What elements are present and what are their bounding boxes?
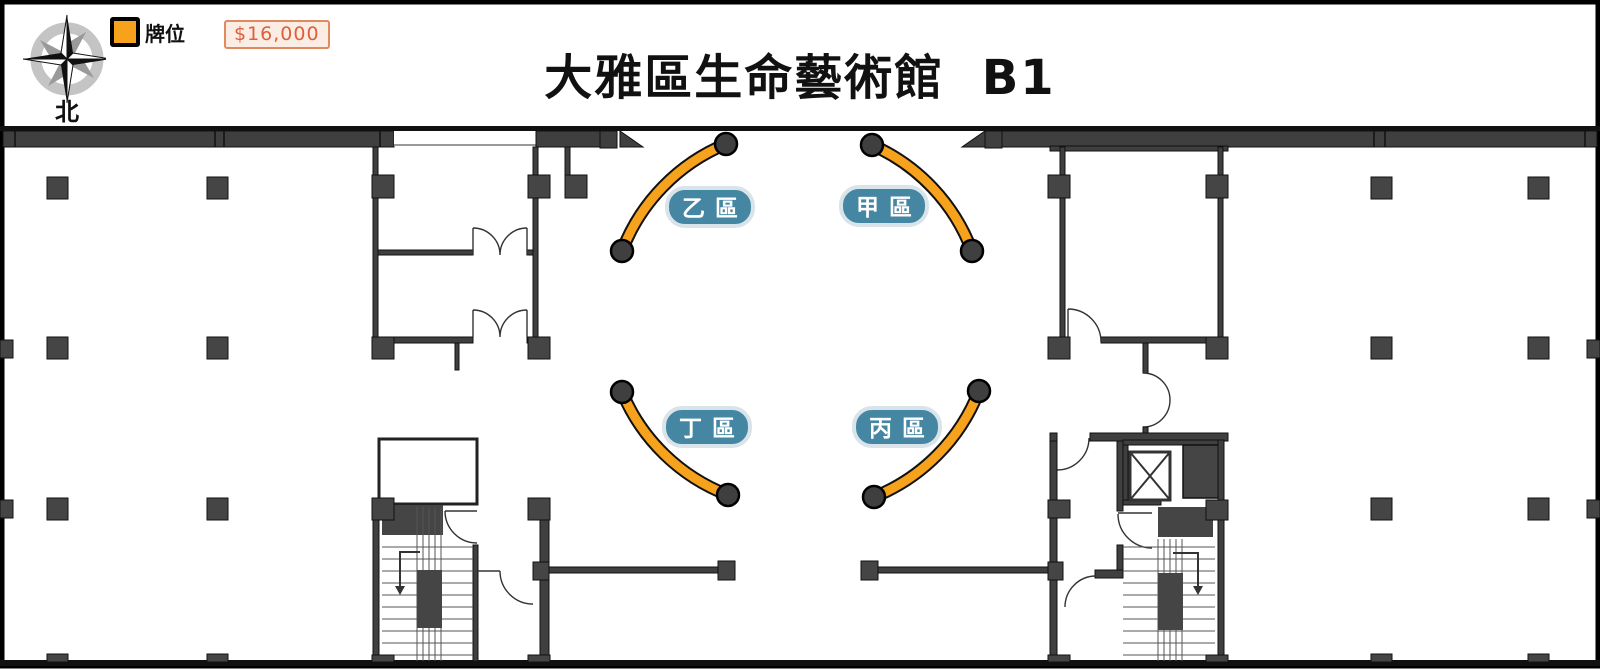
legend: 牌位 bbox=[110, 17, 185, 47]
tablet-legend-label: 牌位 bbox=[145, 21, 185, 46]
room-block-left bbox=[371, 146, 588, 371]
stair-down-arrow-right bbox=[1173, 552, 1199, 586]
price-tag: $16,000 bbox=[224, 20, 330, 49]
tablet-legend-swatch bbox=[110, 17, 140, 47]
zone-label-jia[interactable]: 甲區 bbox=[839, 185, 929, 227]
zone-arc-jia[interactable] bbox=[859, 132, 985, 264]
double-door-lower bbox=[472, 309, 528, 338]
door-lobby-bottom-right bbox=[1064, 575, 1097, 608]
zone-label-yi[interactable]: 乙區 bbox=[665, 186, 755, 228]
door-corridor-left bbox=[478, 570, 534, 605]
door-stair-right bbox=[1117, 512, 1153, 549]
plan-top-line bbox=[0, 126, 1600, 131]
zone-label-bing[interactable]: 丙區 bbox=[852, 406, 942, 448]
door-stair-left bbox=[444, 510, 478, 544]
diagonal-left bbox=[619, 130, 645, 148]
partition-walls-center bbox=[548, 560, 1051, 581]
zone-labels: 乙區 甲區 丁區 丙區 bbox=[662, 185, 942, 448]
zone-arc-bing[interactable] bbox=[861, 378, 992, 510]
zone-label-ding[interactable]: 丁區 bbox=[662, 406, 752, 448]
bottom-wall bbox=[0, 660, 1600, 666]
stair-down-arrow-left bbox=[399, 551, 420, 586]
pilaster-left bbox=[599, 130, 618, 149]
tablet-arcs bbox=[609, 131, 992, 510]
column-grid bbox=[0, 176, 1600, 663]
wall-joints bbox=[14, 131, 1586, 147]
door-room-right bbox=[1067, 308, 1102, 343]
svg-text:甲區: 甲區 bbox=[856, 195, 922, 221]
page-title: 大雅區生命藝術館 B1 bbox=[544, 50, 1056, 106]
top-perimeter-wall bbox=[2, 130, 1598, 152]
svg-text:乙區: 乙區 bbox=[682, 196, 748, 222]
compass-north-label: 北 bbox=[55, 98, 79, 124]
pilaster-right bbox=[984, 130, 1003, 149]
window-opening bbox=[394, 131, 536, 146]
elevator-lobby-left bbox=[377, 437, 479, 506]
svg-text:丁區: 丁區 bbox=[679, 416, 745, 442]
wall-stub bbox=[454, 342, 460, 371]
elevator-x-icon bbox=[1129, 451, 1171, 501]
zone-arc-ding[interactable] bbox=[609, 379, 741, 508]
compass: 北 bbox=[10, 6, 112, 126]
stair-landing-right bbox=[1158, 507, 1213, 537]
stair-block-right bbox=[1047, 432, 1229, 663]
double-door-upper bbox=[472, 227, 528, 256]
diagonal-right bbox=[960, 130, 986, 148]
svg-text:丙區: 丙區 bbox=[869, 416, 935, 442]
room-block-right bbox=[1047, 146, 1229, 437]
elevator-shaft-solid bbox=[1182, 444, 1221, 499]
door-lobby-top-right bbox=[1056, 437, 1090, 471]
double-swing-door bbox=[1142, 372, 1171, 428]
compass-rose-icon: 北 bbox=[22, 14, 112, 126]
zone-arc-yi[interactable] bbox=[609, 131, 739, 264]
stair-block-left bbox=[371, 437, 551, 663]
